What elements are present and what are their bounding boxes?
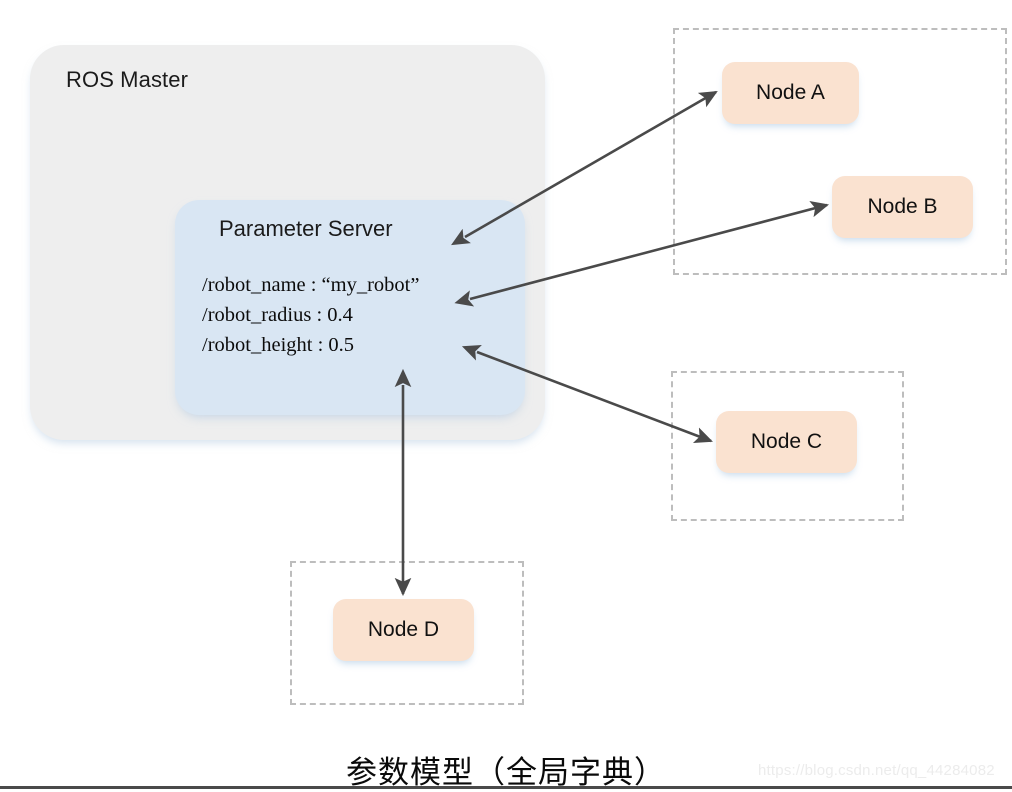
node-a-label: Node A <box>756 81 825 104</box>
figure-caption: 参数模型（全局字典） <box>346 755 666 790</box>
ros-master-label: ROS Master <box>66 67 189 92</box>
node-d-label: Node D <box>367 618 440 641</box>
node-d: Node D <box>333 599 474 661</box>
node-c-label: Node C <box>750 430 823 453</box>
parameter-list: /robot_name : “my_robot” /robot_radius :… <box>202 270 419 360</box>
parameter-entry-robot-name: /robot_name : “my_robot” <box>202 274 420 296</box>
parameter-entry-robot-radius: /robot_radius : 0.4 <box>202 304 353 326</box>
parameter-server-title: Parameter Server <box>219 216 393 241</box>
node-group-c <box>671 371 904 521</box>
watermark-text: https://blog.csdn.net/qq_44284082 <box>758 762 995 779</box>
node-c: Node C <box>716 411 857 473</box>
bottom-rule <box>0 786 1012 789</box>
ros-master-container: ROS Master Parameter Server /robot_name … <box>30 45 545 440</box>
parameter-server-box: Parameter Server /robot_name : “my_robot… <box>175 200 525 415</box>
node-a: Node A <box>722 62 859 124</box>
parameter-entry-robot-height: /robot_height : 0.5 <box>202 334 355 356</box>
node-b: Node B <box>832 176 973 238</box>
node-b-label: Node B <box>867 195 938 218</box>
